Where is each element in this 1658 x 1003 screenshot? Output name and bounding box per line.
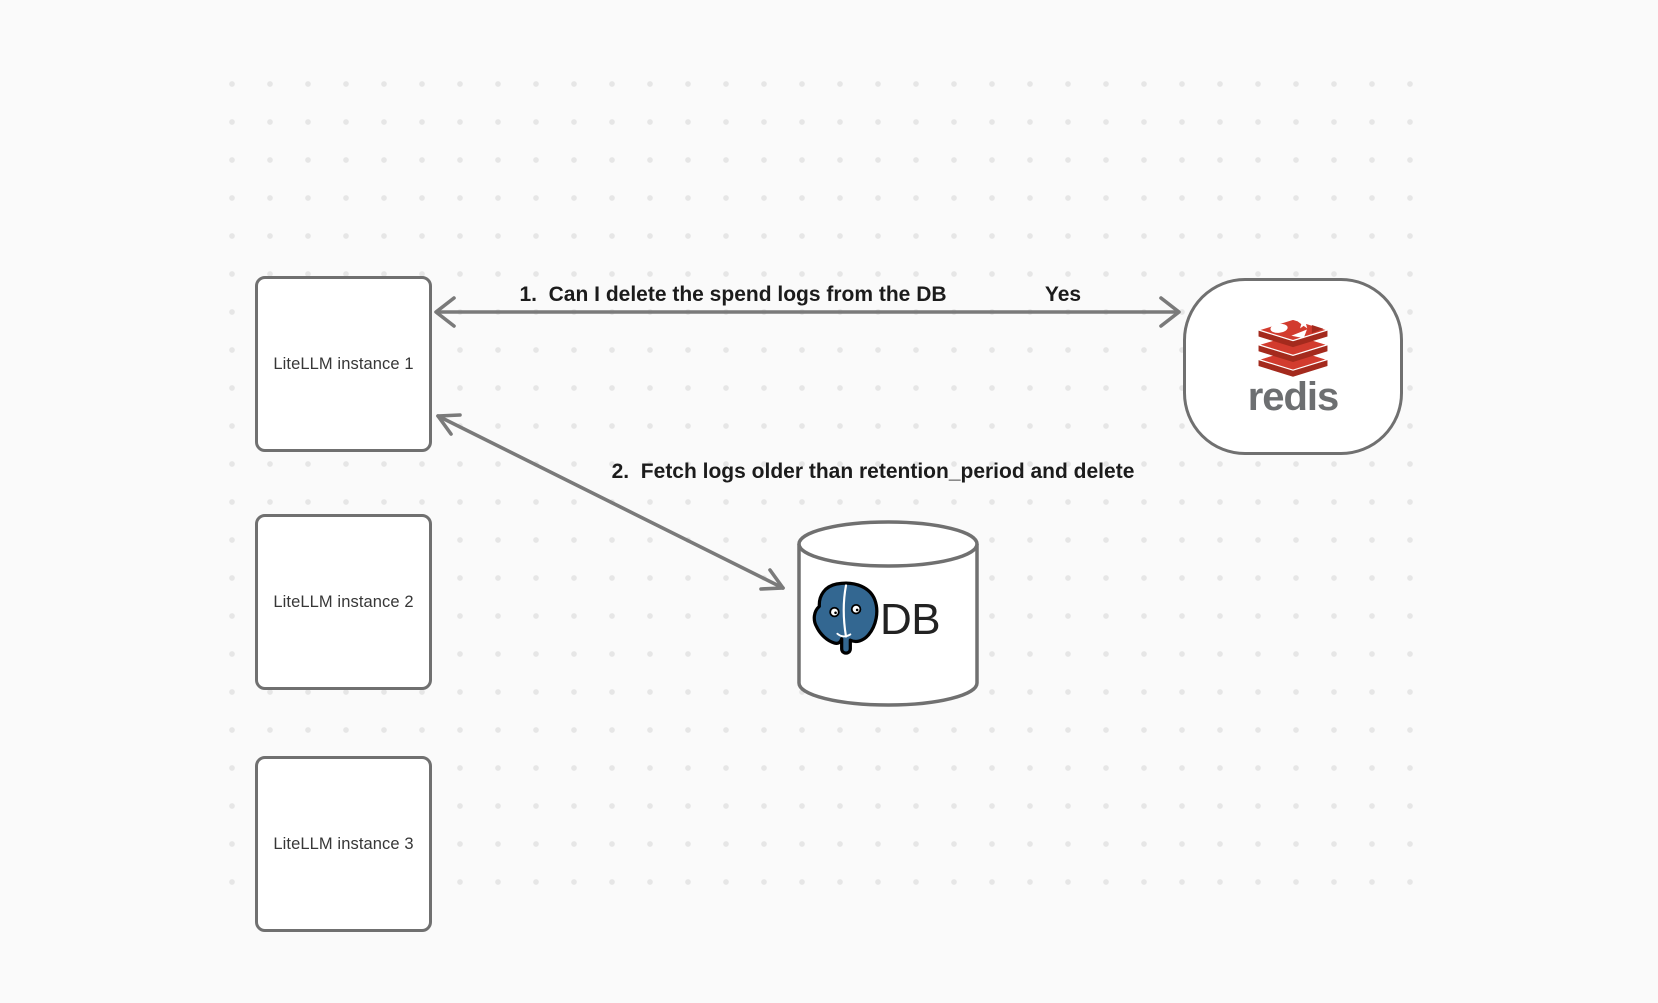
- node-litellm-instance-1: LiteLLM instance 1: [255, 276, 432, 452]
- db-label: DB: [879, 595, 941, 644]
- postgresql-elephant-icon: [812, 581, 879, 655]
- node-redis: redis: [1183, 278, 1403, 455]
- edge1-response-label: Yes: [1044, 283, 1082, 306]
- redis-logo-icon: [1256, 317, 1330, 377]
- edge1-label: 1. Can I delete the spend logs from the …: [519, 283, 947, 306]
- redis-wordmark: redis: [1247, 375, 1340, 419]
- node-label: LiteLLM instance 3: [273, 834, 414, 853]
- node-db: DB: [786, 572, 964, 668]
- node-label: LiteLLM instance 2: [273, 592, 414, 611]
- node-litellm-instance-2: LiteLLM instance 2: [255, 514, 432, 690]
- node-litellm-instance-3: LiteLLM instance 3: [255, 756, 432, 932]
- node-label: LiteLLM instance 1: [273, 354, 414, 373]
- edge2-label: 2. Fetch logs older than retention_perio…: [611, 460, 1135, 483]
